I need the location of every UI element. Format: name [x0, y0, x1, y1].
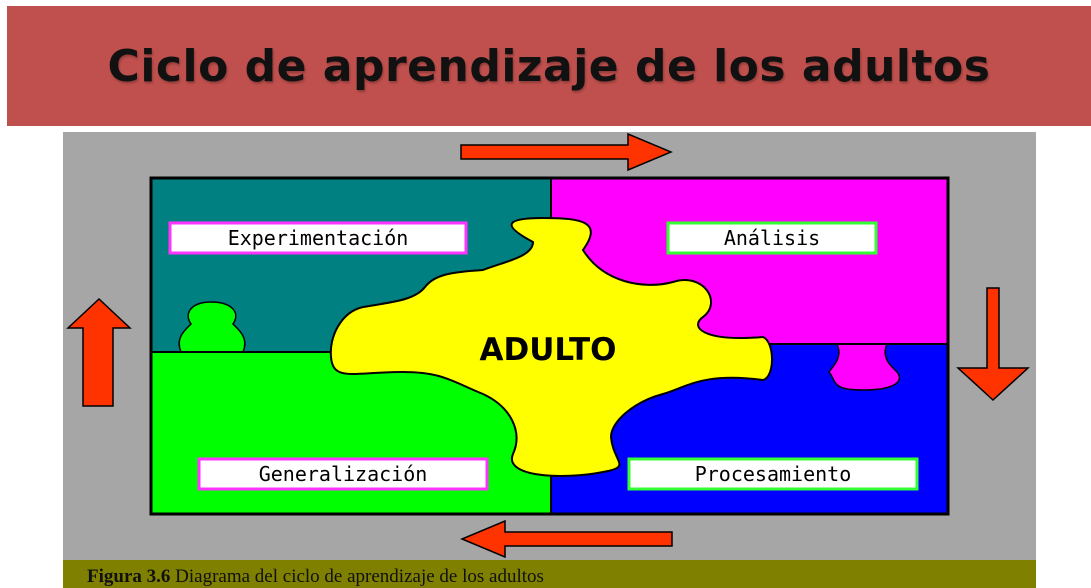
- puzzle-knob-magenta: [828, 343, 901, 391]
- center-piece-adulto: [329, 216, 773, 477]
- learning-cycle-diagram: ADULTO Experimentación Análisis Generali…: [66, 132, 1030, 559]
- label-box-generalizacion: [197, 457, 489, 491]
- left-arrow-bottom: [460, 519, 673, 559]
- down-arrow-right: [956, 287, 1030, 402]
- label-generalizacion: Generalización: [259, 462, 428, 486]
- center-label: ADULTO: [479, 332, 616, 368]
- label-analisis: Análisis: [724, 226, 820, 250]
- title-bar: Ciclo de aprendizaje de los adultos: [7, 6, 1091, 126]
- right-arrow-top: [460, 132, 673, 172]
- caption-text: Diagrama del ciclo de aprendizaje de los…: [170, 566, 544, 587]
- slide-title: Ciclo de aprendizaje de los adultos: [107, 40, 991, 92]
- figure-panel: ADULTO Experimentación Análisis Generali…: [63, 132, 1036, 560]
- figure-caption: Figura 3.6 Diagrama del ciclo de aprendi…: [63, 560, 1036, 588]
- label-procesamiento: Procesamiento: [695, 462, 852, 486]
- puzzle-knob-green: [178, 301, 246, 353]
- label-box-analisis: [666, 221, 878, 255]
- caption-bar: Figura 3.6 Diagrama del ciclo de aprendi…: [63, 560, 1036, 588]
- caption-label: Figura 3.6: [87, 566, 171, 587]
- label-box-experimentacion: [168, 221, 468, 255]
- up-arrow-left: [66, 297, 132, 407]
- label-box-procesamiento: [627, 457, 919, 491]
- label-experimentacion: Experimentación: [228, 226, 409, 250]
